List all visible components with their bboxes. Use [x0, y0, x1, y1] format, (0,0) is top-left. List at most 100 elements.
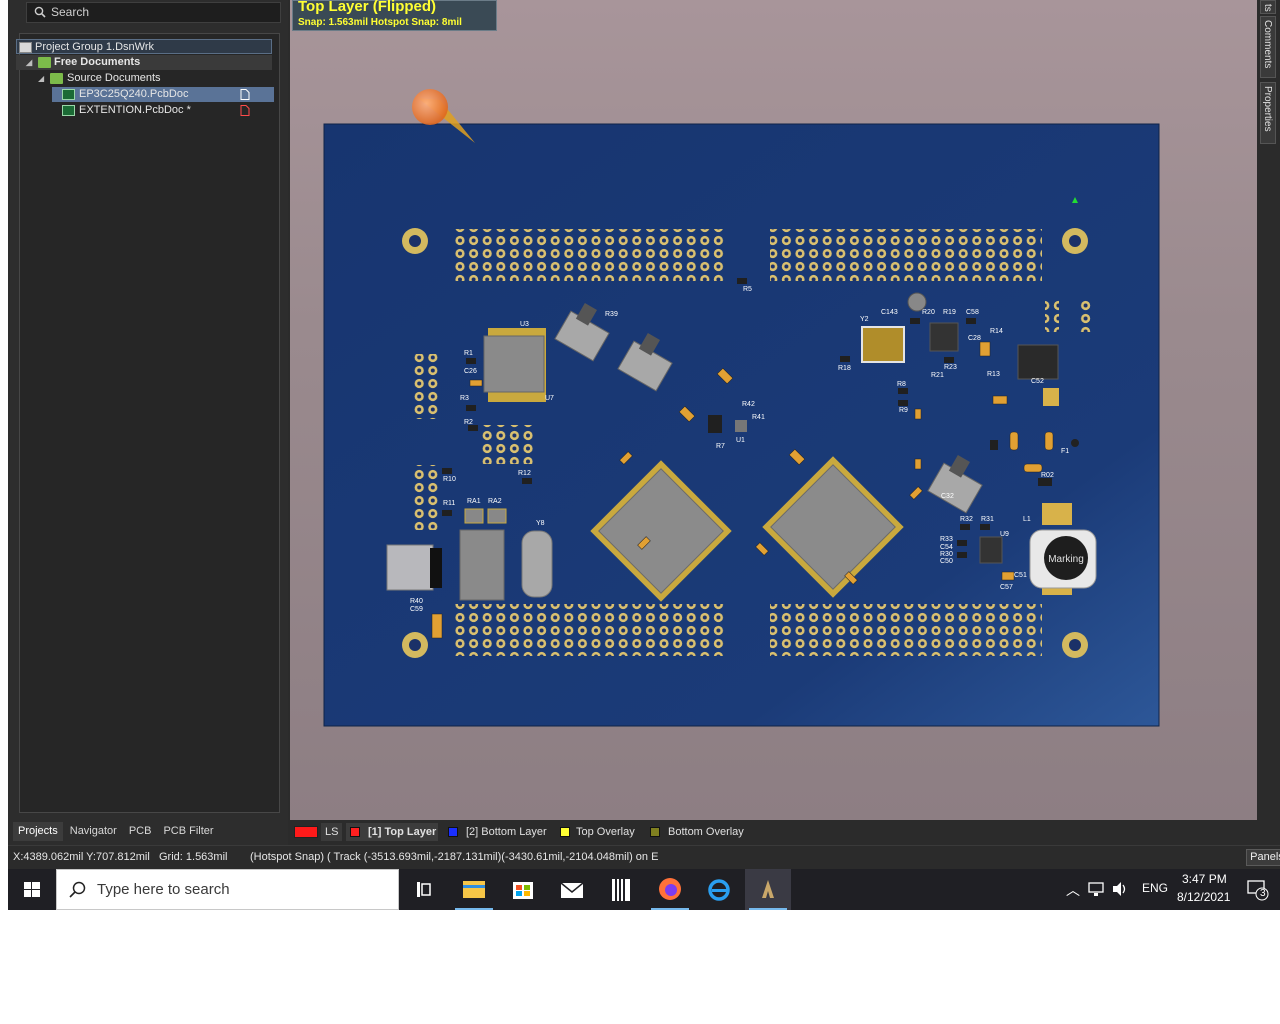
layer-tab-bottom-overlay[interactable]: Bottom Overlay	[646, 823, 746, 841]
right-panel-strip: ts Comments Properties	[1257, 0, 1280, 845]
clock-date[interactable]: 8/12/2021	[1177, 890, 1231, 904]
svg-text:C59: C59	[410, 606, 423, 613]
switch-s3[interactable]	[617, 329, 679, 392]
layer-tab-bottom-layer[interactable]: [2] Bottom Layer	[444, 823, 552, 841]
layer-tab-top-layer[interactable]: [1] Top Layer	[346, 823, 438, 841]
project-tree	[19, 33, 280, 813]
tab-panel-ts[interactable]: ts	[1260, 0, 1276, 14]
oscillator-y2[interactable]	[861, 326, 905, 363]
collapse-arrow-icon[interactable]: ◢	[26, 58, 33, 67]
running-indicator	[749, 908, 787, 910]
tree-item-ep3c25q240-pcbdoc[interactable]: EP3C25Q240.PcbDoc	[52, 87, 274, 102]
inductor-l1[interactable]: Marking	[1029, 503, 1097, 595]
ic-u8[interactable]	[929, 322, 959, 352]
search-icon	[34, 6, 46, 18]
tab-projects[interactable]: Projects	[13, 822, 63, 841]
switch-s4[interactable]	[554, 299, 616, 362]
small-passives	[431, 341, 1054, 639]
svg-text:R11: R11	[443, 500, 455, 507]
tree-item-free-documents[interactable]: ◢ Free Documents	[16, 55, 272, 70]
resistor-array-ra1	[464, 508, 484, 524]
taskbar-file-explorer[interactable]	[451, 869, 497, 910]
folder-icon	[50, 73, 63, 84]
pcb-doc-icon	[62, 89, 75, 100]
ic-u3[interactable]	[483, 328, 546, 402]
taskbar-mail[interactable]	[549, 869, 595, 910]
svg-text:U9: U9	[1000, 531, 1009, 538]
notification-icon[interactable]	[1247, 879, 1269, 901]
task-view-button[interactable]	[401, 869, 447, 910]
tab-pcb-filter[interactable]: PCB Filter	[158, 822, 219, 841]
panel-tabs: Projects Navigator PCB PCB Filter	[13, 822, 221, 841]
taskbar-altium-designer[interactable]	[745, 869, 791, 910]
volume-icon[interactable]	[1111, 881, 1129, 897]
running-indicator	[651, 908, 689, 910]
regulator-vr[interactable]	[1017, 344, 1059, 380]
taskbar-internet-explorer[interactable]	[696, 869, 742, 910]
tree-item-extention-pcbdoc[interactable]: EXTENTION.PcbDoc *	[52, 103, 274, 118]
taskbar-store[interactable]	[500, 869, 546, 910]
status-bar: X:4389.062mil Y:707.812mil Grid: 1.563mi…	[8, 845, 1280, 868]
svg-text:F1: F1	[1061, 448, 1069, 455]
chevron-up-icon[interactable]: ︿	[1066, 882, 1080, 898]
svg-text:R41: R41	[752, 414, 765, 421]
workspace-icon	[19, 42, 32, 53]
usb-connector[interactable]	[386, 544, 442, 591]
view-origin-marker	[412, 89, 1078, 312]
ic-u9[interactable]	[979, 536, 1003, 564]
taskbar-firefox[interactable]	[647, 869, 693, 910]
fpga-chip-u5[interactable]	[590, 460, 732, 602]
search-placeholder: Search	[51, 5, 90, 19]
search-input[interactable]: Search	[26, 2, 281, 23]
panels-button[interactable]: Panels	[1246, 849, 1280, 866]
system-tray: ︿ ENG 3:47 PM 8/12/2021 3	[1060, 869, 1280, 910]
screen: Search Project Group 1.DsnWrk ◢ Free Doc…	[0, 0, 1280, 910]
svg-text:U7: U7	[545, 395, 554, 402]
switch-s2[interactable]	[927, 451, 989, 514]
tab-comments[interactable]: Comments	[1260, 16, 1276, 78]
svg-text:R1: R1	[464, 350, 473, 357]
svg-text:Y2: Y2	[860, 316, 869, 323]
tree-item-project-group[interactable]: Project Group 1.DsnWrk	[16, 39, 272, 54]
taskbar-media-app[interactable]	[598, 869, 644, 910]
collapse-arrow-icon[interactable]: ◢	[38, 74, 45, 83]
altium-icon	[762, 880, 774, 898]
pcb-workspace[interactable]: Marking	[290, 0, 1257, 820]
svg-text:C143: C143	[881, 309, 898, 316]
tree-item-source-documents[interactable]: ◢ Source Documents	[28, 71, 272, 86]
clock-time[interactable]: 3:47 PM	[1182, 872, 1227, 886]
tab-pcb[interactable]: PCB	[123, 822, 157, 841]
svg-text:C52: C52	[1031, 378, 1044, 385]
network-icon[interactable]	[1088, 881, 1104, 897]
notification-count: 3	[1260, 888, 1266, 899]
pcb-3d-view[interactable]: Marking	[290, 0, 1257, 820]
hotspot-info: (Hotspot Snap) ( Track (-3513.693mil,-21…	[250, 851, 659, 863]
ic-u2[interactable]	[459, 529, 505, 601]
layer-tab-label: [1] Top Layer	[368, 826, 437, 838]
tree-item-label: Free Documents	[54, 56, 141, 68]
tab-properties[interactable]: Properties	[1260, 82, 1276, 144]
taskbar-search-box[interactable]: Type here to search	[56, 869, 399, 910]
crystal-y8[interactable]	[521, 530, 553, 598]
svg-text:RA1: RA1	[467, 498, 481, 505]
tab-navigator[interactable]: Navigator	[64, 822, 122, 841]
svg-text:R21: R21	[931, 372, 944, 379]
tiny-resistors	[442, 278, 1079, 558]
store-icon	[513, 882, 533, 899]
svg-text:C50: C50	[940, 558, 953, 565]
taskbar-search-placeholder: Type here to search	[97, 881, 230, 898]
layer-set-button[interactable]: LS	[294, 823, 343, 841]
svg-text:R31: R31	[981, 516, 994, 523]
document-saved-icon	[240, 89, 250, 100]
start-button[interactable]	[8, 869, 56, 910]
layer-tab-top-overlay[interactable]: Top Overlay	[556, 823, 642, 841]
fpga-chip-u4[interactable]	[762, 456, 904, 598]
windows-taskbar: Type here to search ︿	[8, 869, 1280, 910]
windows-logo-icon	[24, 882, 40, 897]
svg-text:R33: R33	[940, 536, 953, 543]
language-indicator[interactable]: ENG	[1142, 881, 1169, 895]
layer-title-overlay: Top Layer (Flipped) Snap: 1.563mil Hotsp…	[292, 0, 497, 31]
tree-item-label: Source Documents	[67, 72, 161, 84]
layer-title: Top Layer (Flipped)	[298, 0, 437, 15]
projects-panel: Search	[8, 0, 288, 845]
